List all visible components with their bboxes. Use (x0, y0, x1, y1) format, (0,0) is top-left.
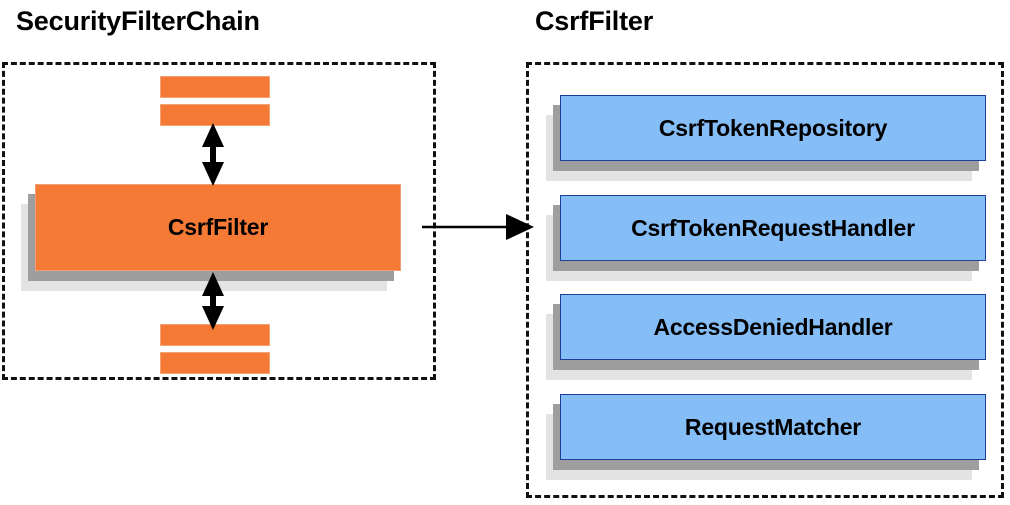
arrow-left-to-right-icon (422, 214, 534, 240)
filter-bar-above-1 (160, 76, 270, 98)
collaborator-box-face: RequestMatcher (560, 394, 986, 460)
filter-bar-below-1 (160, 324, 270, 346)
collaborator-box-face: CsrfTokenRepository (560, 95, 986, 161)
collaborator-box-csrf-token-request-handler[interactable]: CsrfTokenRequestHandler (546, 195, 986, 281)
collaborator-box-label: CsrfTokenRequestHandler (631, 214, 915, 241)
collaborator-box-csrf-token-repository[interactable]: CsrfTokenRepository (546, 95, 986, 181)
page-title-csrf-filter: CsrfFilter (535, 6, 654, 36)
csrf-filter-box[interactable]: CsrfFilter (21, 184, 401, 291)
collaborator-box-label: RequestMatcher (684, 413, 862, 440)
collaborator-box-face: CsrfTokenRequestHandler (560, 195, 986, 261)
collaborator-box-access-denied-handler[interactable]: AccessDeniedHandler (546, 294, 986, 380)
csrf-filter-collaborators-panel (526, 62, 1004, 498)
collaborator-box-label: AccessDeniedHandler (653, 313, 893, 340)
csrf-filter-box-face: CsrfFilter (35, 184, 401, 271)
security-filter-chain-panel (2, 62, 436, 380)
filter-bar-below-2 (160, 352, 270, 374)
filter-bar-above-2 (160, 104, 270, 126)
collaborator-box-face: AccessDeniedHandler (560, 294, 986, 360)
csrf-filter-box-label: CsrfFilter (167, 214, 269, 240)
collaborator-box-label: CsrfTokenRepository (658, 114, 888, 141)
page-title-security-filter-chain: SecurityFilterChain (16, 6, 260, 36)
collaborator-box-request-matcher[interactable]: RequestMatcher (546, 394, 986, 480)
